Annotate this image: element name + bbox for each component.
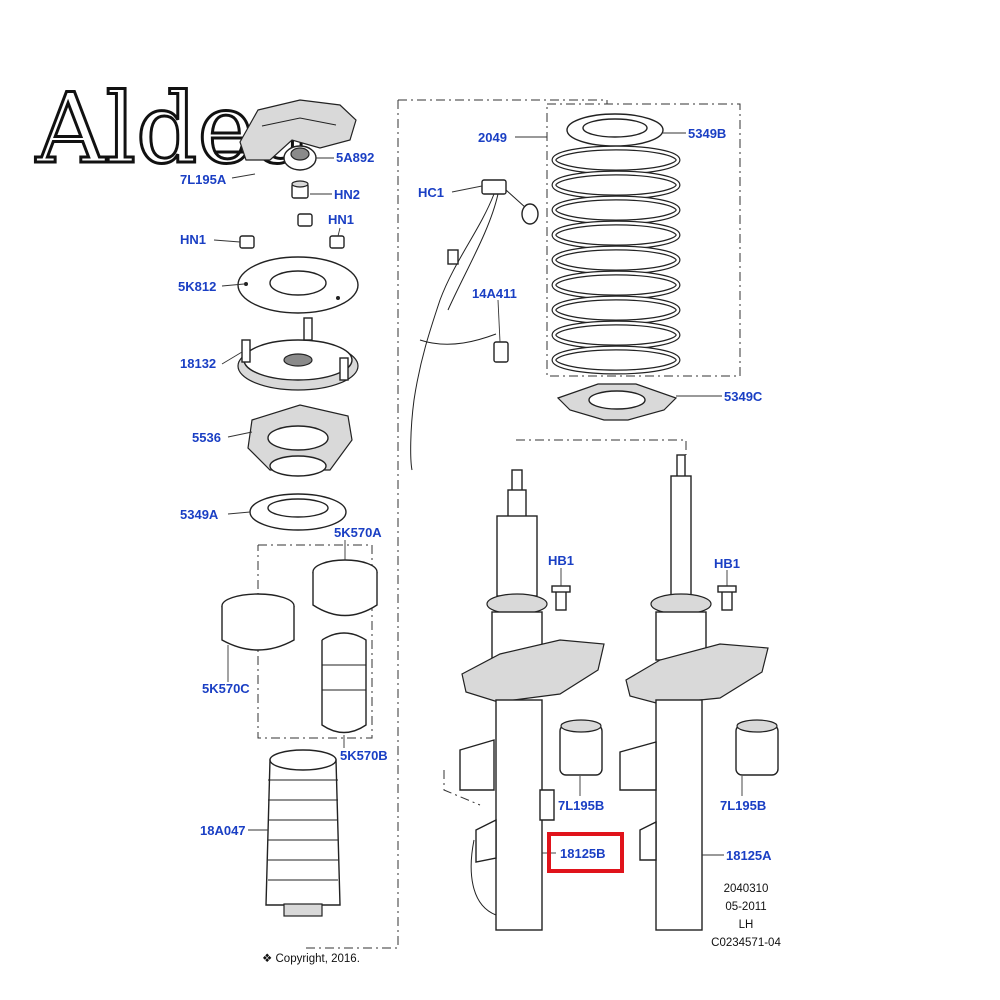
label-18125A: 18125A (726, 848, 772, 863)
label-7L195B-right: 7L195B (720, 798, 766, 813)
label-5349C: 5349C (724, 389, 763, 404)
label-5K570B: 5K570B (340, 748, 388, 763)
drawing-date: 05-2011 (725, 901, 766, 913)
coil-spring-2049 (551, 145, 681, 375)
nut-hn1-set (239, 213, 345, 249)
spring-seat-5349b (566, 113, 664, 147)
gasket-5k812 (237, 256, 359, 314)
coil-turn-highlight (552, 221, 680, 249)
label-5A892: 5A892 (336, 150, 374, 165)
label-14A411: 14A411 (472, 286, 517, 301)
label-5349B: 5349B (688, 126, 726, 141)
drawing-side: LH (739, 919, 754, 931)
coil-turn-highlight (552, 246, 680, 274)
label-HB1-left: HB1 (548, 553, 574, 568)
label-5K812: 5K812 (178, 279, 216, 294)
leader-lines (213, 132, 743, 856)
label-HC1: HC1 (418, 185, 444, 200)
bump-stop-7l195b-left (559, 719, 603, 776)
highlight-box-18125B (547, 832, 624, 873)
part-labels: 5A892 7L195A HN2 HN1 HN1 5K812 18132 553… (178, 126, 772, 863)
label-18125B: 18125B (560, 846, 606, 861)
coil-turn-highlight (552, 296, 680, 324)
drawing-code: C0234571-04 (711, 937, 781, 949)
coil-turn-highlight (552, 196, 680, 224)
label-5K570A: 5K570A (334, 525, 382, 540)
label-5349A: 5349A (180, 507, 219, 522)
copyright-notice: ❖ Copyright, 2016. (262, 953, 360, 965)
drawing-info: 2040310 05-2011 LH C0234571-04 (711, 883, 781, 949)
rebound-stops (221, 559, 378, 734)
label-HN1-right: HN1 (328, 212, 354, 227)
label-HN1-left: HN1 (180, 232, 206, 247)
coil-turn-highlight (552, 321, 680, 349)
label-7L195A: 7L195A (180, 172, 227, 187)
label-HB1-right: HB1 (714, 556, 740, 571)
coil-turn-highlight (552, 171, 680, 199)
top-mount-18132 (237, 317, 359, 391)
coil-turn-highlight (552, 146, 680, 174)
label-18132: 18132 (180, 356, 216, 371)
sensor-harness (410, 179, 539, 471)
strut-18125a (619, 454, 769, 931)
drawing-number: 2040310 (724, 883, 769, 895)
bolt-hb1-right (717, 585, 737, 611)
bump-stop-7l195b-right (735, 719, 779, 776)
label-2049: 2049 (478, 130, 507, 145)
upper-mount-5536 (247, 404, 353, 477)
label-18A047: 18A047 (200, 823, 246, 838)
top-mount-bracket (239, 99, 357, 171)
bolt-hb1-left (551, 585, 571, 611)
nut-hn2 (291, 180, 309, 199)
group-boundaries (257, 99, 741, 949)
boot-18a047 (265, 749, 341, 917)
coil-turn-highlight (552, 271, 680, 299)
spring-seat-5349c (556, 383, 678, 421)
label-5K570C: 5K570C (202, 681, 250, 696)
label-7L195B-left: 7L195B (558, 798, 604, 813)
label-HN2: HN2 (334, 187, 360, 202)
coil-turn-highlight (552, 346, 680, 374)
seat-5349a (249, 493, 347, 531)
strut-18125b (459, 469, 605, 931)
label-5536: 5536 (192, 430, 221, 445)
